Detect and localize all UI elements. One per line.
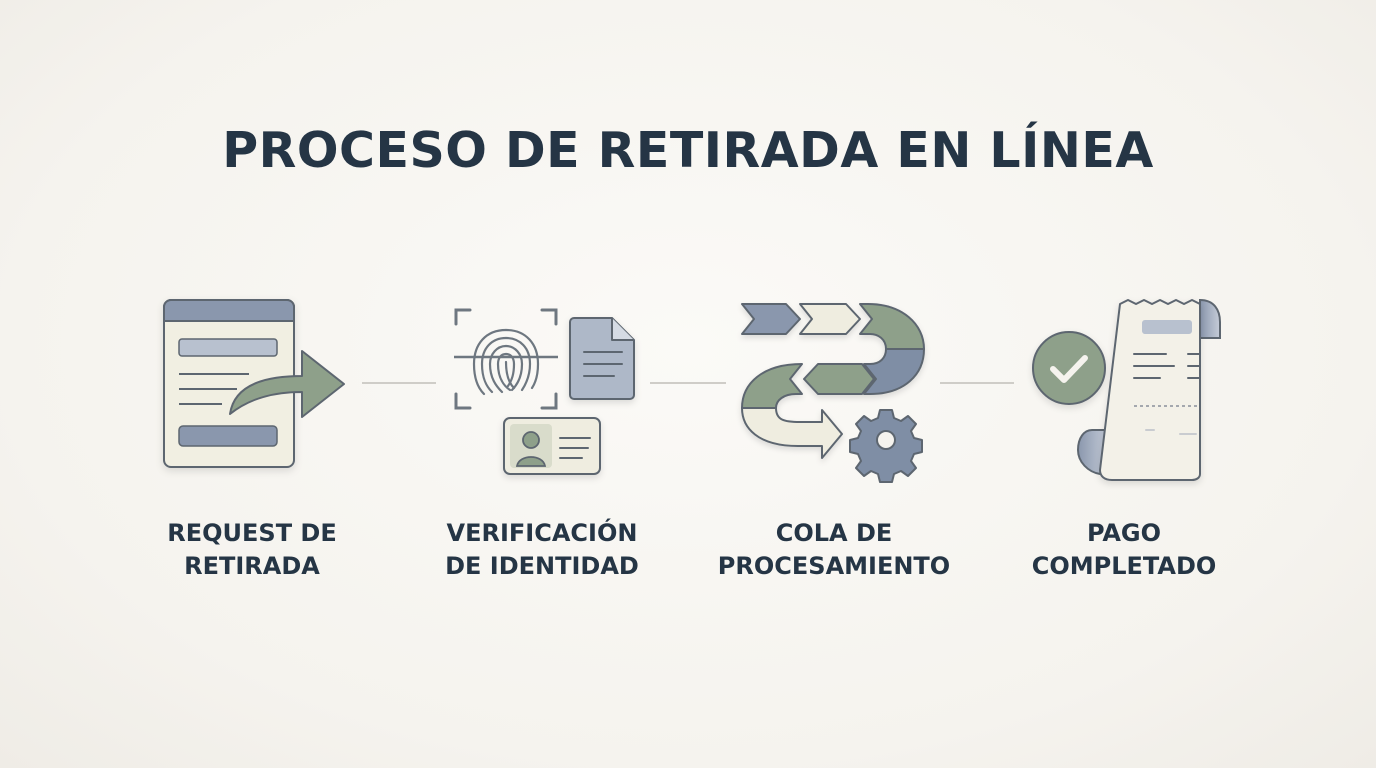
- page-title: PROCESO DE RETIRADA EN LÍNEA: [222, 122, 1154, 179]
- connector-line: [650, 382, 726, 384]
- queue-gear-icon: [741, 303, 925, 483]
- connector-line: [940, 382, 1014, 384]
- step-label: COLA DE PROCESAMIENTO: [717, 519, 951, 580]
- step-label: PAGO COMPLETADO: [1031, 519, 1217, 580]
- step-label: REQUEST DE RETIRADA: [167, 519, 337, 580]
- connector-line: [362, 382, 436, 384]
- fingerprint-id-icon: [454, 308, 635, 475]
- step-label: VERIFICACIÓN DE IDENTIDAD: [445, 519, 639, 580]
- form-arrow-icon: [163, 299, 345, 468]
- receipt-check-icon: [1032, 298, 1221, 481]
